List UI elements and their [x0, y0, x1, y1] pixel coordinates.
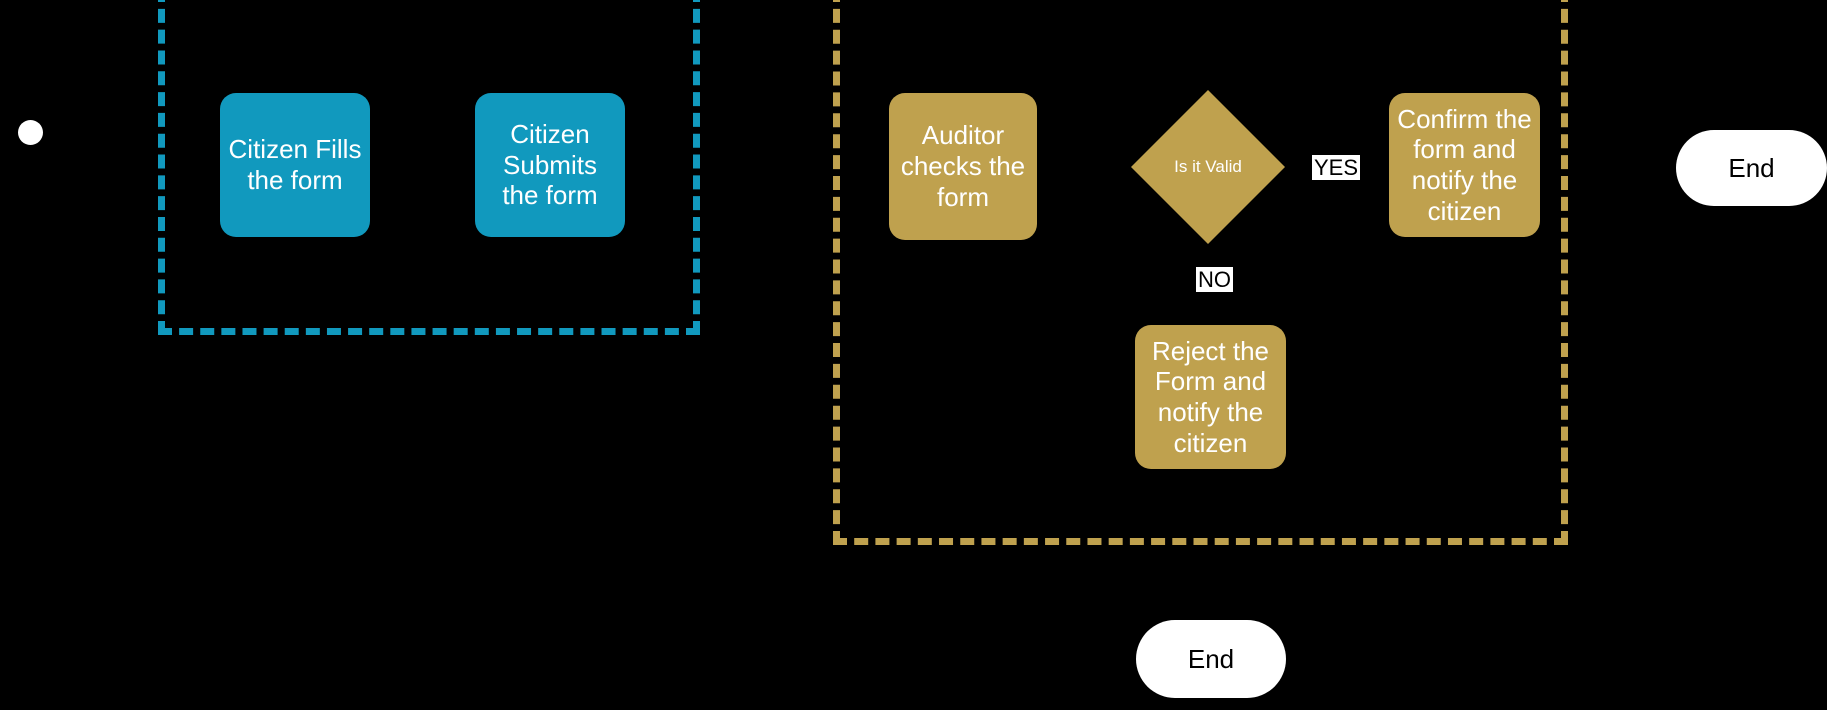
node-confirm-form[interactable]: Confirm the form and notify the citizen — [1389, 93, 1540, 237]
node-reject-form[interactable]: Reject the Form and notify the citizen — [1135, 325, 1286, 469]
edge-label-yes: YES — [1312, 155, 1361, 181]
node-is-it-valid[interactable]: Is it Valid — [1131, 90, 1285, 244]
node-auditor-checks-form[interactable]: Auditor checks the form — [889, 93, 1037, 240]
end-node-right[interactable]: End — [1676, 130, 1827, 206]
decision-diamond-label: Is it Valid — [1174, 157, 1242, 176]
start-node[interactable] — [18, 120, 43, 145]
edge-label-no: NO — [1196, 267, 1233, 293]
citizen-lane-container[interactable] — [158, 0, 700, 335]
end-node-bottom[interactable]: End — [1136, 620, 1286, 698]
auditor-lane-container[interactable] — [833, 0, 1568, 545]
node-citizen-fills-form[interactable]: Citizen Fills the form — [220, 93, 370, 237]
node-citizen-submits-form[interactable]: Citizen Submits the form — [475, 93, 625, 237]
